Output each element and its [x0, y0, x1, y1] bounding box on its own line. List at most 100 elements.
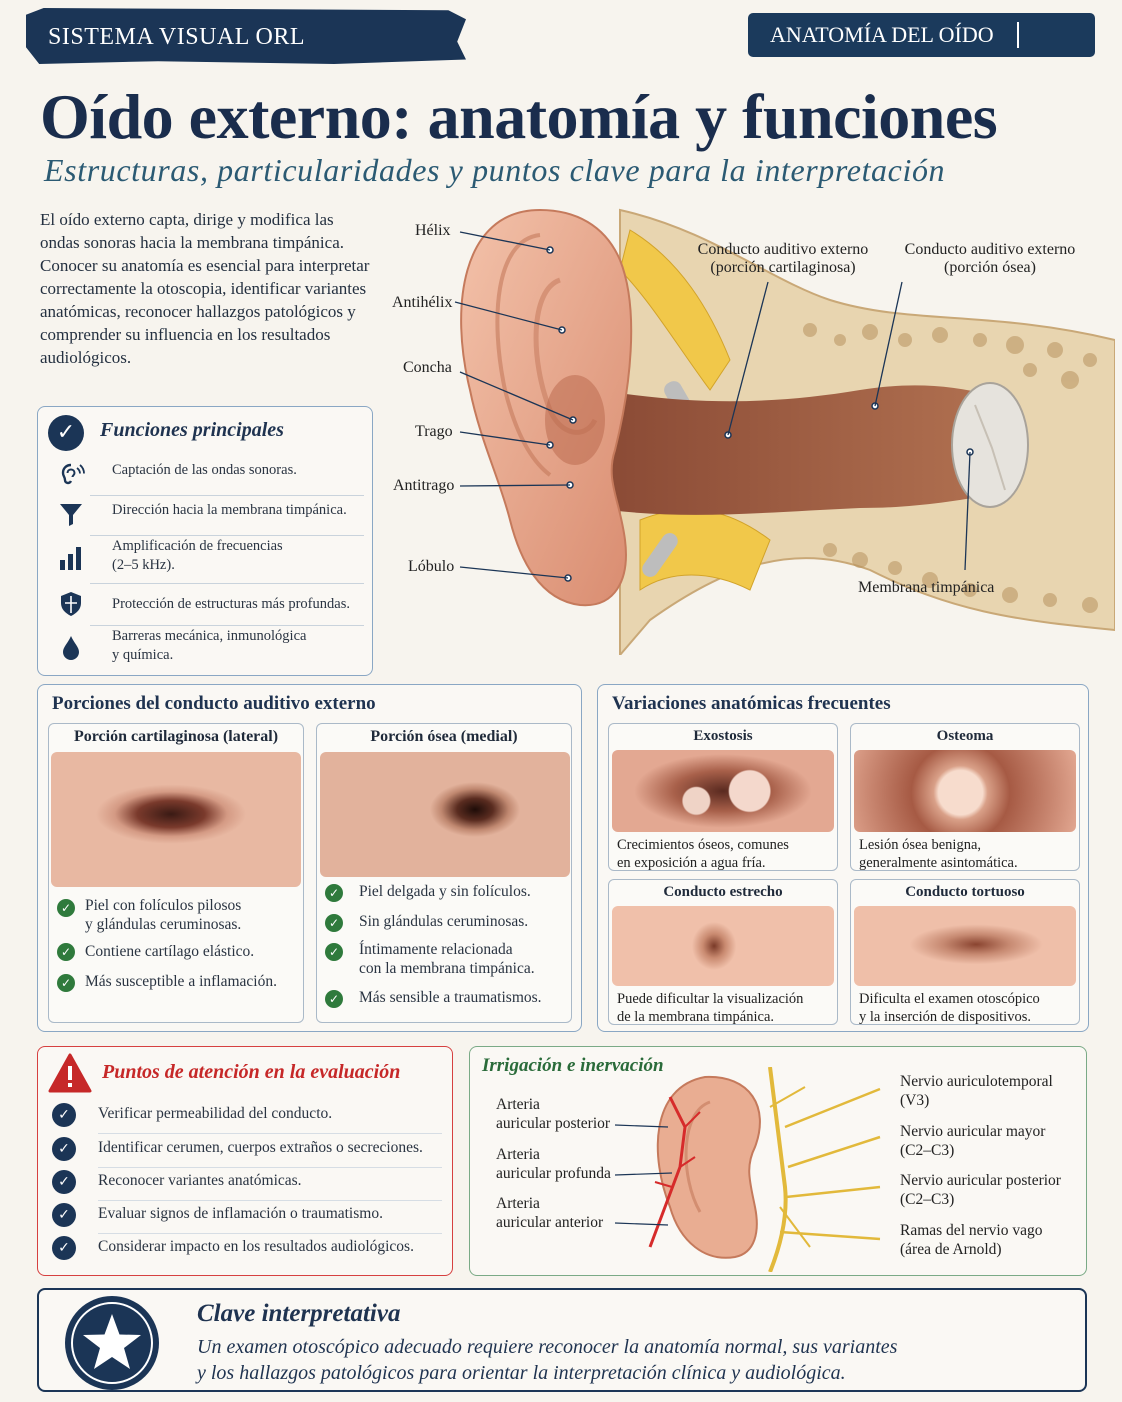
- nerve-label: Nervio auricular mayor (C2–C3): [900, 1122, 1045, 1160]
- variation-header: Conducto estrecho: [663, 884, 783, 900]
- label-antihelix: Antihélix: [392, 294, 453, 311]
- ear-sound-icon: [61, 463, 85, 485]
- check-icon: ✓: [325, 943, 343, 961]
- artery-label: Arteria auricular profunda: [496, 1145, 611, 1183]
- label-line: (porción cartilaginosa): [710, 259, 856, 276]
- checkmark-badge-icon: ✓: [48, 415, 84, 451]
- function-text: Protección de estructuras más profundas.: [112, 596, 350, 612]
- irrigation-title: Irrigación e inervación: [482, 1055, 664, 1076]
- divider: [98, 1167, 442, 1168]
- section-tag: ANATOMÍA DEL OÍDO: [748, 13, 1095, 57]
- osteoma-photo: [854, 750, 1076, 832]
- check-icon: ✓: [325, 884, 343, 902]
- attention-title: Puntos de atención en la evaluación: [102, 1061, 401, 1083]
- caption-line: en exposición a agua fría.: [617, 855, 766, 871]
- function-item: Amplificación de frecuencias (2–5 kHz).: [52, 537, 364, 587]
- page-subtitle: Estructuras, particularidades y puntos c…: [44, 152, 946, 188]
- bullet-line: Íntimamente relacionada: [359, 941, 513, 958]
- caption-line: Lesión ósea benigna,: [859, 837, 982, 853]
- label-line: auricular profunda: [496, 1165, 611, 1182]
- check-icon: ✓: [52, 1236, 76, 1260]
- variation-card-osteoma: Osteoma Lesión ósea benigna, generalment…: [850, 723, 1080, 871]
- bullet-line: y glándulas ceruminosas.: [85, 916, 242, 933]
- variation-header: Conducto tortuoso: [905, 884, 1025, 900]
- key-text-line: Un examen otoscópico adecuado requiere r…: [197, 1336, 898, 1358]
- label-line: auricular posterior: [496, 1115, 611, 1132]
- function-text-line2: y química.: [112, 647, 174, 663]
- function-text-line1: Barreras mecánica, inmunológica: [112, 628, 307, 644]
- variations-title: Variaciones anatómicas frecuentes: [612, 693, 891, 714]
- check-icon: ✓: [52, 1137, 76, 1161]
- check-icon: ✓: [325, 990, 343, 1008]
- function-text-line2: (2–5 kHz).: [112, 557, 175, 573]
- variation-caption: Dificulta el examen otoscópico y la inse…: [859, 990, 1040, 1026]
- section-tag-divider: [1017, 22, 1019, 48]
- label-line: Arteria: [496, 1146, 540, 1163]
- variation-card-tortuous: Conducto tortuoso Dificulta el examen ot…: [850, 879, 1080, 1025]
- attention-text: Identificar cerumen, cuerpos extraños o …: [98, 1139, 423, 1156]
- label-bony-canal: Conducto auditivo externo (porción ósea): [902, 241, 1078, 277]
- label-line: Conducto auditivo externo: [904, 241, 1076, 258]
- attention-text: Considerar impacto en los resultados aud…: [98, 1238, 414, 1255]
- nerve-label: Nervio auricular posterior (C2–C3): [900, 1171, 1061, 1209]
- canal-panel-title: Porciones del conducto auditivo externo: [52, 693, 376, 714]
- label-line: Arteria: [496, 1195, 540, 1212]
- attention-text: Verificar permeabilidad del conducto.: [98, 1105, 333, 1122]
- caption-line: generalmente asintomática.: [859, 855, 1018, 871]
- bullet-item: Íntimamente relacionada con la membrana …: [359, 940, 535, 978]
- variation-caption: Crecimientos óseos, comunes en exposició…: [617, 836, 789, 872]
- caption-line: Dificulta el examen otoscópico: [859, 991, 1040, 1007]
- key-text-line: y los hallazgos patológicos para orienta…: [197, 1362, 846, 1384]
- label-line: Ramas del nervio vago: [900, 1222, 1043, 1239]
- caption-line: de la membrana timpánica.: [617, 1009, 775, 1025]
- nerve-label: Ramas del nervio vago (área de Arnold): [900, 1221, 1042, 1259]
- bullet-item: Piel delgada y sin folículos.: [359, 883, 531, 900]
- label-concha: Concha: [403, 359, 452, 376]
- attention-text: Evaluar signos de inflamación o traumati…: [98, 1205, 383, 1222]
- variation-header: Exostosis: [693, 728, 753, 744]
- vessels-nerves-illustration: [614, 1067, 881, 1272]
- cartilaginous-card: Porción cartilaginosa (lateral) ✓ Piel c…: [48, 723, 304, 1023]
- label-line: Arteria: [496, 1096, 540, 1113]
- label-line: Conducto auditivo externo: [697, 241, 869, 258]
- bony-header: Porción ósea (medial): [370, 728, 518, 745]
- star-icon: [71, 1302, 153, 1384]
- function-item: Protección de estructuras más profundas.: [52, 589, 364, 626]
- divider: [98, 1200, 442, 1201]
- artery-label: Arteria auricular anterior: [496, 1194, 603, 1232]
- label-line: Nervio auriculotemporal: [900, 1073, 1053, 1090]
- bullet-line: con la membrana timpánica.: [359, 960, 535, 977]
- check-icon: ✓: [325, 914, 343, 932]
- bullet-item: Más susceptible a inflamación.: [85, 973, 277, 990]
- bullet-line: Piel con folículos pilosos: [85, 897, 242, 914]
- label-lobule: Lóbulo: [408, 558, 455, 575]
- function-text: Captación de las ondas sonoras.: [112, 462, 297, 478]
- label-tragus: Trago: [415, 423, 453, 440]
- key-title: Clave interpretativa: [197, 1300, 401, 1327]
- brand-text: SISTEMA VISUAL ORL: [48, 24, 306, 50]
- key-panel: Clave interpretativa Un examen otoscópic…: [37, 1288, 1087, 1392]
- warning-icon: [48, 1053, 92, 1093]
- nerve-label: Nervio auriculotemporal (V3): [900, 1072, 1053, 1110]
- artery-label: Arteria auricular posterior: [496, 1095, 610, 1133]
- attention-text: Reconocer variantes anatómicas.: [98, 1172, 302, 1189]
- divider: [90, 495, 364, 496]
- funnel-icon: [60, 504, 82, 526]
- divider: [90, 535, 364, 536]
- label-tympanic-membrane: Membrana timpánica: [858, 579, 995, 596]
- function-item: Barreras mecánica, inmunológica y químic…: [52, 627, 364, 671]
- shield-icon: [61, 592, 81, 616]
- bony-card: Porción ósea (medial) ✓ Piel delgada y s…: [316, 723, 572, 1023]
- bony-canal-photo: [320, 752, 570, 877]
- variation-card-exostosis: Exostosis Crecimientos óseos, comunes en…: [608, 723, 838, 871]
- exostosis-photo: [612, 750, 834, 832]
- bullet-item: Contiene cartílago elástico.: [85, 943, 255, 960]
- label-line: Nervio auricular mayor: [900, 1123, 1046, 1140]
- bar-chart-icon: [60, 547, 81, 570]
- check-icon: ✓: [52, 1170, 76, 1194]
- divider: [90, 625, 364, 626]
- bullet-item: Más sensible a traumatismos.: [359, 989, 542, 1006]
- check-icon: ✓: [57, 974, 75, 992]
- caption-line: y la inserción de dispositivos.: [859, 1009, 1031, 1025]
- cartilaginous-header: Porción cartilaginosa (lateral): [73, 728, 279, 745]
